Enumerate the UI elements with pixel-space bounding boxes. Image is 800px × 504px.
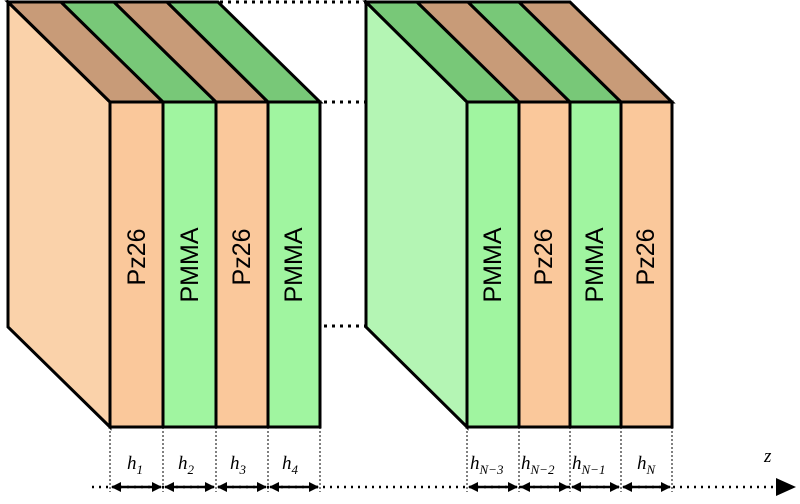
right-front-pmma-n3 [465,100,521,429]
right-front-pz26-n2 [517,100,572,429]
layer-label-left-2: PMMA [176,227,204,302]
thickness-label-hN: hN [637,453,657,477]
left-front-pmma-2 [161,100,218,429]
thickness-label-h4: h4 [282,453,299,477]
thickness-label-hN-1: hN−1 [572,453,605,477]
right-front-pz26-n [619,100,674,429]
thickness-label-hN-3: hN−3 [470,453,504,477]
z-axis-arrowhead [776,478,796,496]
layer-label-left-3: Pz26 [228,229,256,286]
thickness-label-h3: h3 [230,453,247,477]
dimension-guides [109,427,673,492]
thickness-label-hN-2: hN−2 [521,453,555,477]
layer-label-right-3: PMMA [581,227,609,302]
z-axis-label: z [763,446,772,467]
left-front-pmma-4 [266,100,322,429]
layer-label-left-4: PMMA [280,227,308,302]
left-front-pz26-1 [108,100,165,429]
layer-label-left-1: Pz26 [123,229,151,286]
thickness-label-h1: h1 [127,453,143,477]
layer-label-right-1: PMMA [479,227,507,302]
layer-label-right-4: Pz26 [632,229,660,286]
thickness-label-h2: h2 [178,453,195,477]
layer-label-right-2: Pz26 [530,229,558,286]
